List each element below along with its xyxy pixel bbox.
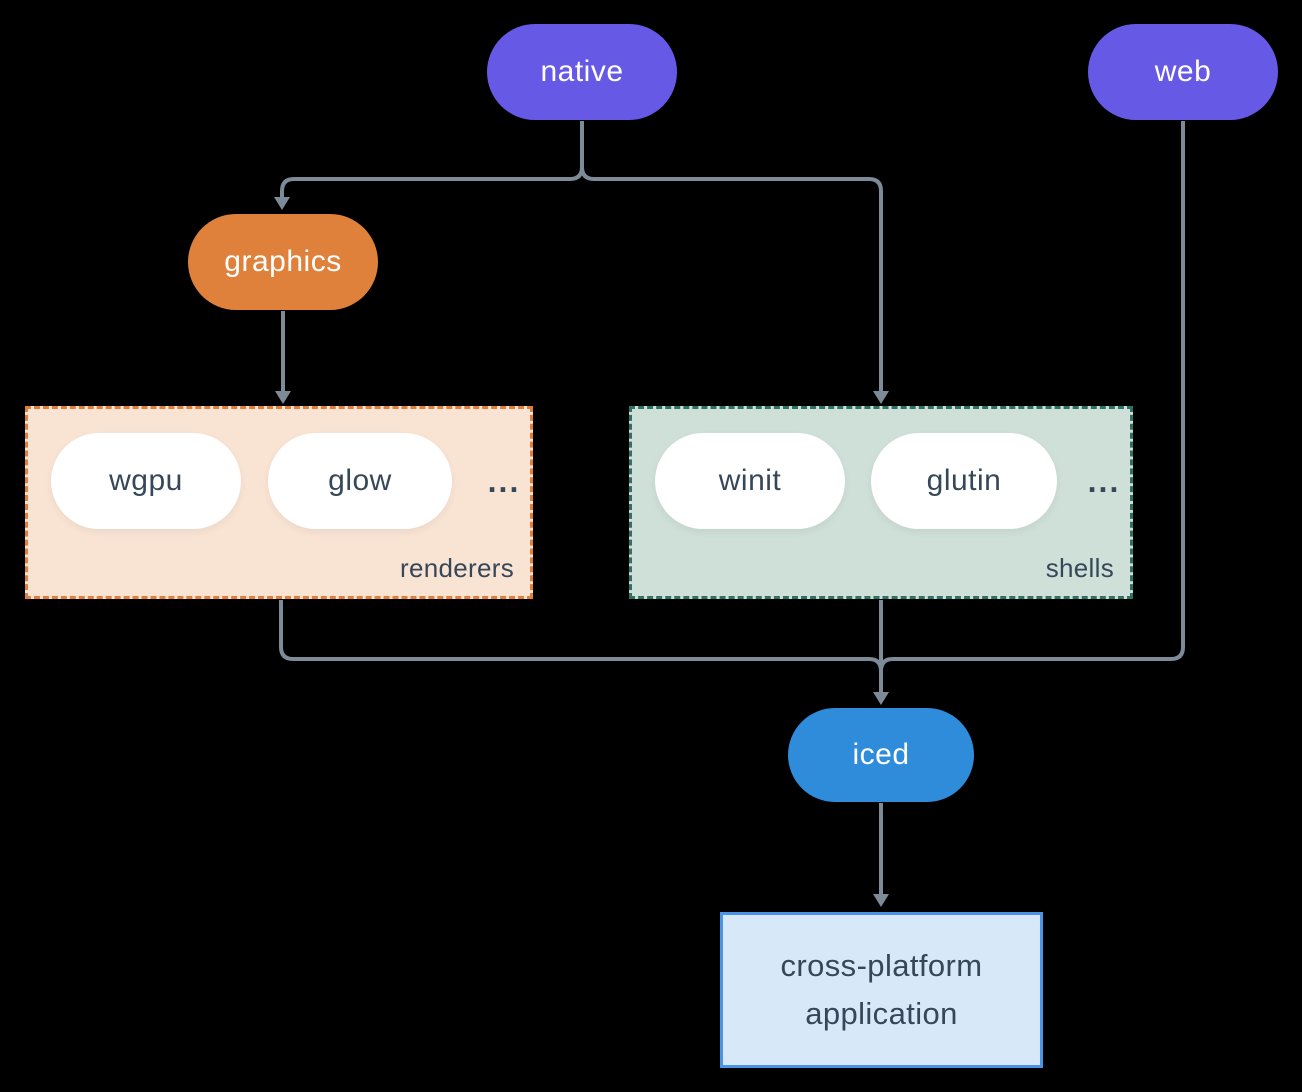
edge-renderers-to-iced [279,600,883,672]
node-graphics: graphics [188,214,378,310]
node-web: web [1088,24,1278,120]
node-native: native [487,24,677,120]
arrowhead-application [873,894,889,907]
shells-group-label: shells [1045,553,1114,583]
node-iced: iced [788,708,974,802]
edge-native-to-shells [580,166,883,391]
edge-native-to-graphics [280,121,584,197]
node-cross-platform-application: cross-platform application [720,912,1043,1068]
application-label-line2: application [805,996,958,1031]
node-glow-label: glow [328,464,392,497]
node-winit: winit [655,433,845,529]
arrowhead-renderers [275,391,291,404]
arrowhead-graphics [274,197,290,210]
node-native-label: native [540,55,624,88]
node-wgpu: wgpu [51,433,241,529]
arrowhead-shells [873,391,889,404]
renderers-ellipsis: ... [487,462,521,499]
group-shells: winit glutin ... shells [629,406,1133,599]
shells-ellipsis: ... [1087,462,1121,499]
node-iced-label: iced [852,738,910,771]
group-renderers: wgpu glow ... renderers [25,406,533,599]
node-web-label: web [1154,55,1212,88]
node-glow: glow [268,433,452,529]
node-winit-label: winit [718,464,782,497]
renderers-group-label: renderers [400,553,514,583]
arrowhead-iced [873,692,889,705]
application-label-line1: cross-platform [780,948,983,983]
node-glutin: glutin [871,433,1057,529]
node-wgpu-label: wgpu [109,464,183,497]
node-glutin-label: glutin [926,464,1002,497]
node-graphics-label: graphics [224,245,342,278]
